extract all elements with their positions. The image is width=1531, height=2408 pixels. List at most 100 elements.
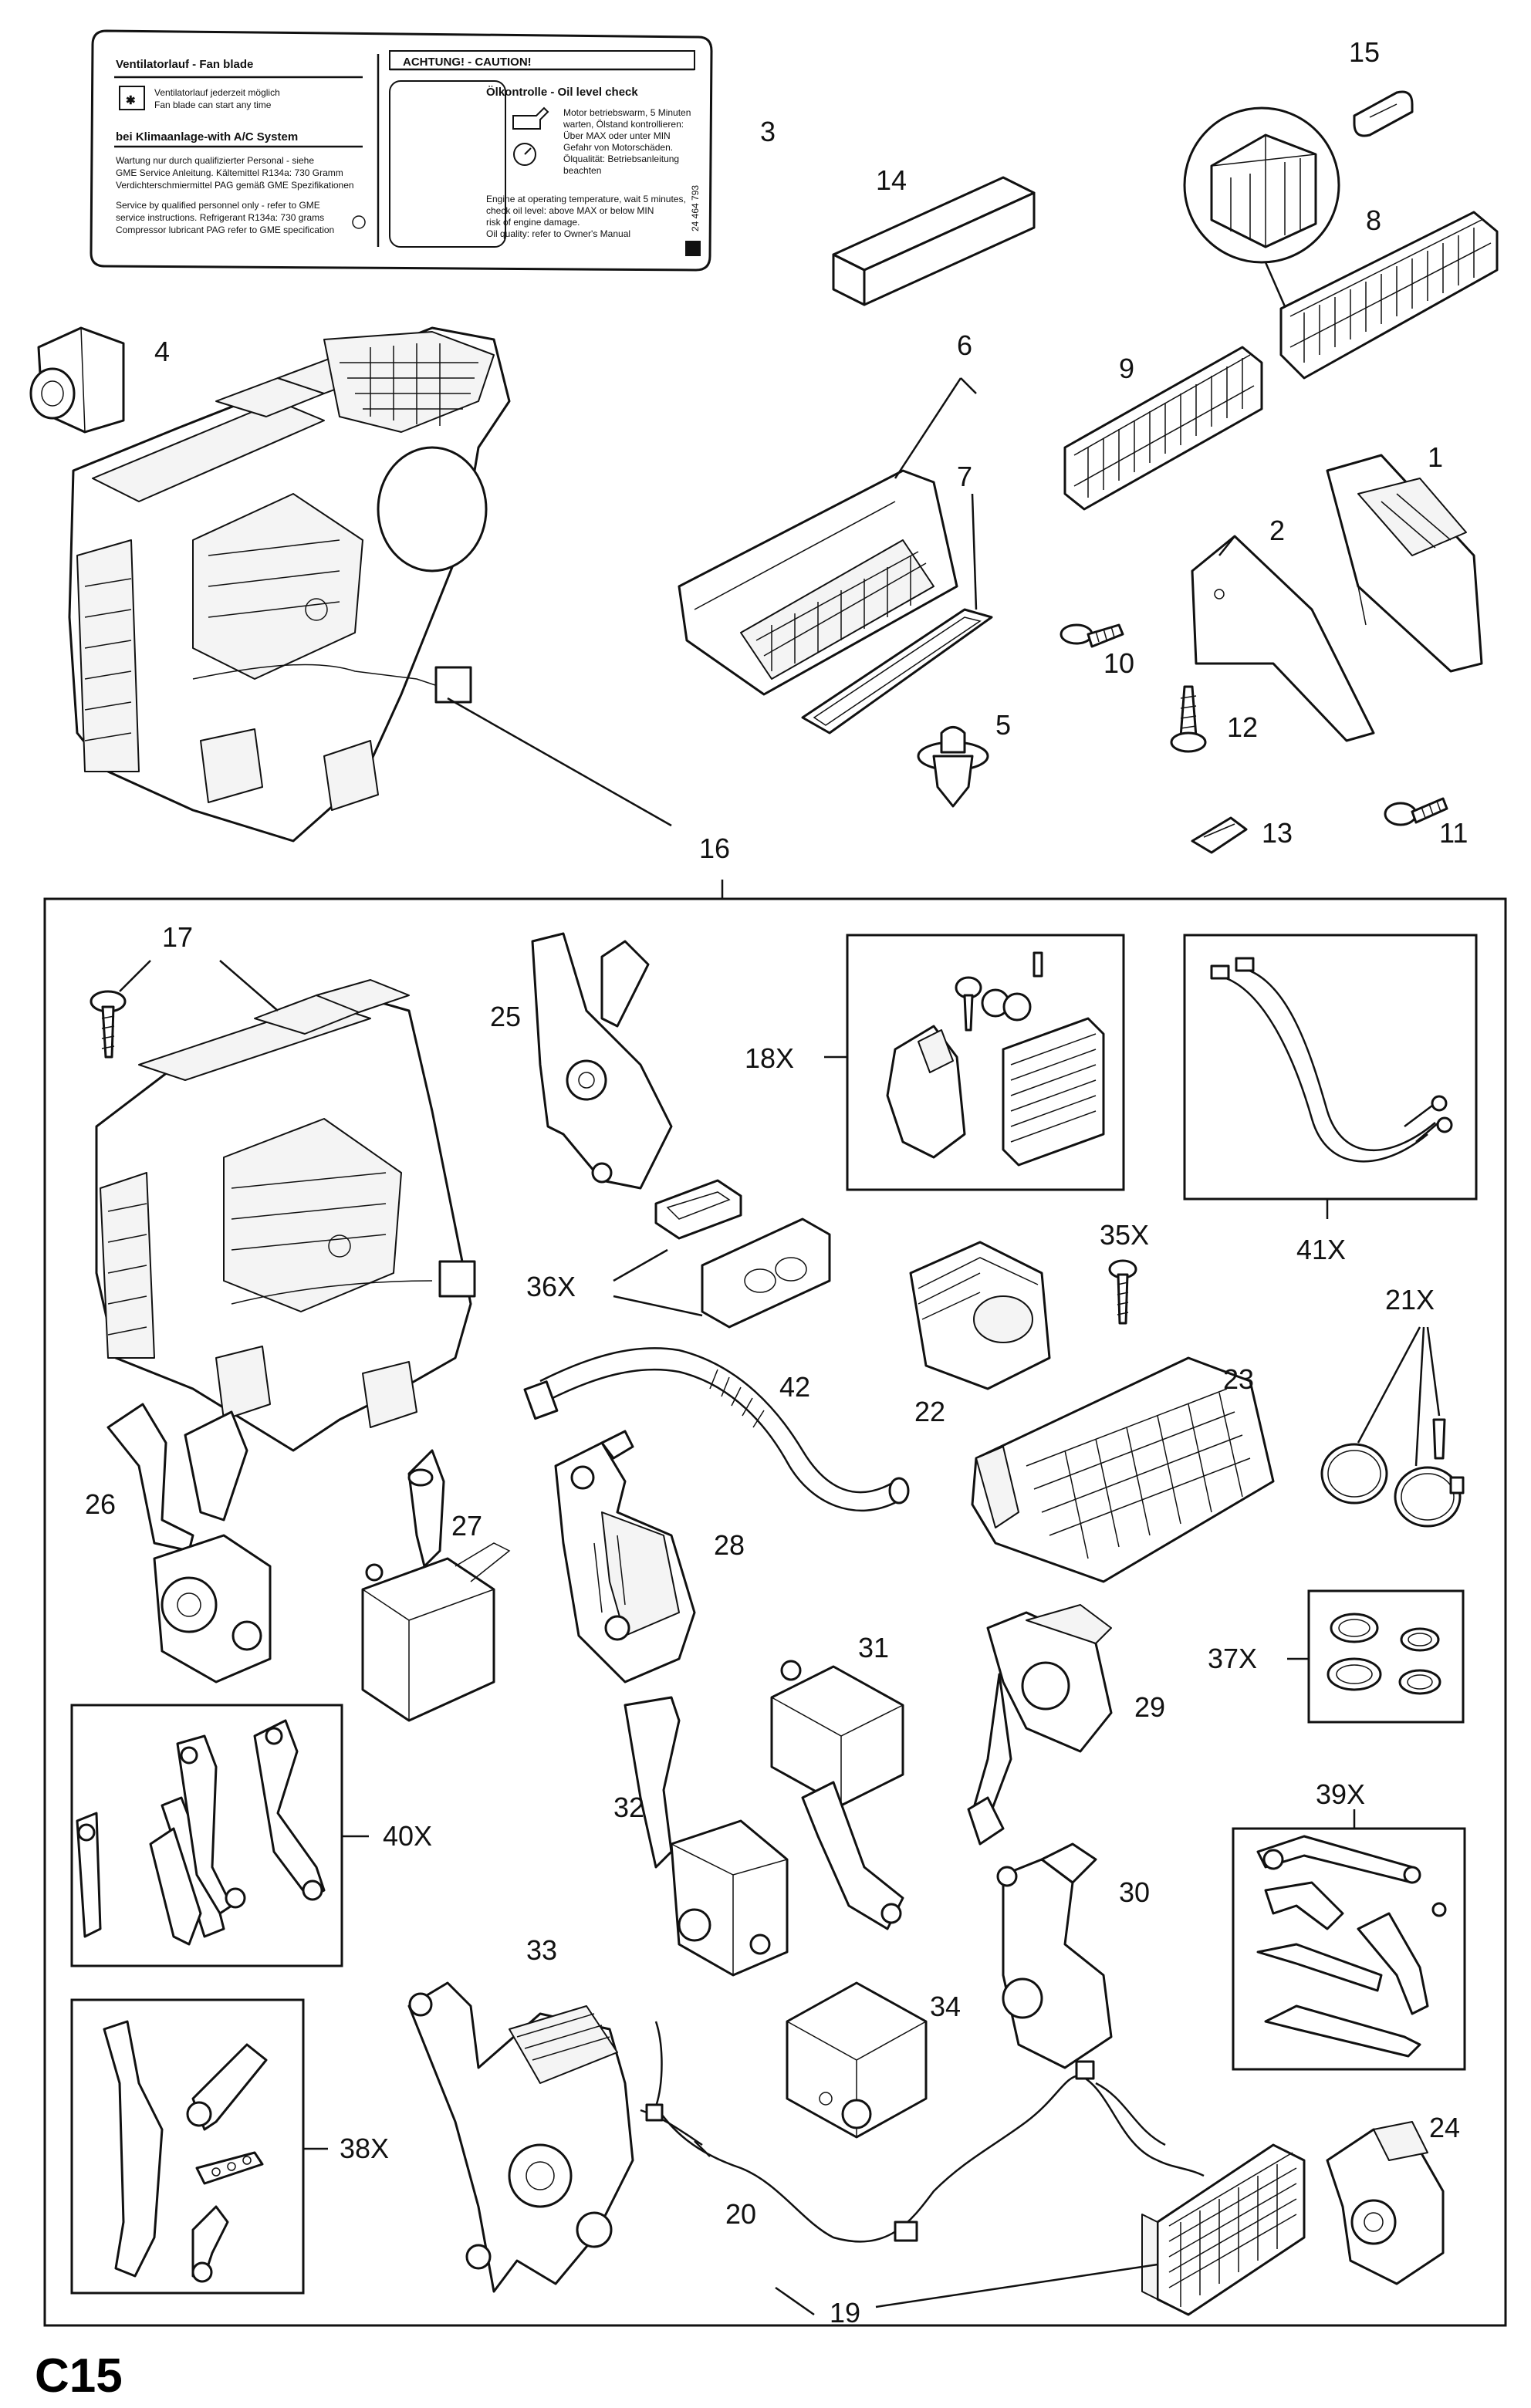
label-oil-de-2: warten, Ölstand kontrollieren: <box>563 119 684 130</box>
callout-13: 13 <box>1262 817 1293 849</box>
callout-25: 25 <box>490 1001 521 1032</box>
callout-40x: 40X <box>383 1820 432 1852</box>
callout-24: 24 <box>1429 2112 1460 2143</box>
callout-14: 14 <box>876 164 907 196</box>
callout-17: 17 <box>162 921 193 953</box>
callout-19: 19 <box>830 2297 860 2329</box>
label-fan-text-1: Ventilatorlauf jederzeit möglich <box>154 87 280 98</box>
part-23-duct-drawing <box>971 1356 1275 1583</box>
callout-41x: 41X <box>1296 1234 1346 1265</box>
callout-33: 33 <box>526 1934 557 1966</box>
leader-36xb <box>613 1295 703 1317</box>
callout-2: 2 <box>1269 515 1285 546</box>
callout-26: 26 <box>85 1488 116 1520</box>
label-warning-en-2: service instructions. Refrigerant R134a:… <box>116 212 324 223</box>
callout-28: 28 <box>714 1529 745 1561</box>
label-header-left: Ventilatorlauf - Fan blade <box>116 58 253 71</box>
callout-35x: 35X <box>1100 1219 1149 1251</box>
label-oil-en-2: check oil level: above MAX or below MIN <box>486 205 654 216</box>
part-36x-seals-drawing <box>654 1179 831 1329</box>
part-22-boot-drawing <box>909 1241 1051 1390</box>
leader-20b <box>775 2286 815 2316</box>
kit-18x-box <box>846 934 1125 1191</box>
leader-17b <box>219 960 279 1011</box>
callout-22: 22 <box>914 1396 945 1427</box>
label-oil-en-3: risk of engine damage. <box>486 217 580 228</box>
label-warning-en-3: Compressor lubricant PAG refer to GME sp… <box>116 225 334 235</box>
callout-4: 4 <box>154 336 170 367</box>
part-21x-clamps-drawing <box>1320 1418 1465 1528</box>
part-28-actuator-drawing <box>554 1430 696 1684</box>
part-42-hose-drawing <box>523 1347 910 1512</box>
leader-19 <box>875 2263 1158 2308</box>
part-8-pollen-filter-drawing <box>1183 106 1499 380</box>
kit-41x-box <box>1183 934 1478 1201</box>
part-24-actuator-drawing <box>1326 2121 1445 2285</box>
part-18x-evaporator-drawing <box>886 951 1105 1167</box>
part-17-hvac-housing-drawing <box>95 979 476 1452</box>
callout-11: 11 <box>1439 817 1468 849</box>
screw-17-drawing <box>90 990 127 1059</box>
part-30-actuator-drawing <box>996 1842 1113 2069</box>
callout-39x: 39X <box>1316 1778 1365 1810</box>
callout-23: 23 <box>1223 1363 1254 1395</box>
part-19-heater-core-drawing <box>1141 2143 1306 2316</box>
label-oil-de-6: beachten <box>563 165 601 176</box>
label-oil-de-5: Ölqualität: Betriebsanleitung <box>563 154 679 164</box>
callout-32: 32 <box>613 1792 644 1823</box>
leader-16 <box>447 697 672 827</box>
label-oil-de-1: Motor betriebswarm, 5 Minuten <box>563 107 691 118</box>
leader-20 <box>694 2140 711 2157</box>
part-32-drawing <box>624 1696 789 1977</box>
part-2-panel-drawing <box>1191 535 1375 742</box>
part-26-drawing <box>106 1403 272 1684</box>
oil-can-icon <box>512 106 549 130</box>
label-fan-text-2: Fan blade can start any time <box>154 100 272 110</box>
part-37x-orings-drawing <box>1327 1613 1441 1695</box>
callout-labels: 1 2 3 4 5 6 7 8 9 10 11 12 13 14 15 16 1… <box>85 36 1468 2329</box>
label-oil-de-3: Über MAX oder unter MIN <box>563 130 671 141</box>
label-oil-en-4: Oil quality: refer to Owner's Manual <box>486 228 630 239</box>
label-oil-en-1: Engine at operating temperature, wait 5 … <box>486 194 686 204</box>
part-38x-levers-drawing <box>103 2020 268 2283</box>
label-system-heading: bei Klimaanlage-with A/C System <box>116 130 298 144</box>
kit-38x-box <box>70 1998 305 2295</box>
callout-21x: 21X <box>1385 1284 1435 1315</box>
leader-36xa <box>613 1248 668 1282</box>
part-34-actuator-drawing <box>786 1981 928 2139</box>
callout-15: 15 <box>1349 36 1380 68</box>
callout-38x: 38X <box>340 2133 389 2164</box>
stopwatch-icon <box>513 143 536 166</box>
part-14-drawing <box>832 176 1036 306</box>
part-15-drawing <box>1353 90 1414 137</box>
part-6-filter-housing-drawing <box>678 377 977 696</box>
part-39x-levers-drawing <box>1256 1835 1447 2058</box>
callout-36x: 36X <box>526 1271 576 1302</box>
part-7-gasket-drawing <box>801 493 993 735</box>
assembly-16-frame <box>43 897 1507 2327</box>
callout-20: 20 <box>725 2198 756 2230</box>
callout-1: 1 <box>1428 441 1443 473</box>
callout-8: 8 <box>1366 204 1381 236</box>
callout-6: 6 <box>957 329 972 361</box>
kit-37x-box <box>1307 1589 1465 1724</box>
label-warning-de-3: Verdichterschmiermittel PAG gemäß GME Sp… <box>116 180 354 191</box>
callout-31: 31 <box>858 1632 889 1663</box>
part-16-hvac-housing-drawing <box>68 326 511 843</box>
label-warning-de-2: GME Service Anleitung. Kältemittel R134a… <box>116 167 343 178</box>
screw-10-drawing <box>1060 623 1124 648</box>
callout-42: 42 <box>779 1371 810 1403</box>
screw-11-drawing <box>1384 797 1448 826</box>
leader-17a <box>119 960 151 992</box>
callout-5: 5 <box>995 709 1011 741</box>
leader-21xb <box>1414 1326 1425 1467</box>
screw-12-drawing <box>1170 685 1207 753</box>
callout-12: 12 <box>1227 711 1258 743</box>
info-icon <box>352 215 366 229</box>
label-header-right: ACHTUNG! - CAUTION! <box>403 56 532 69</box>
part-40x-levers-drawing <box>76 1719 326 1946</box>
leader-21xc <box>1426 1326 1441 1417</box>
page-code: C15 <box>35 2349 123 2403</box>
caution-label-card: ✱ Ventilatorlauf - Fan blade ACHTUNG! - … <box>90 29 713 272</box>
